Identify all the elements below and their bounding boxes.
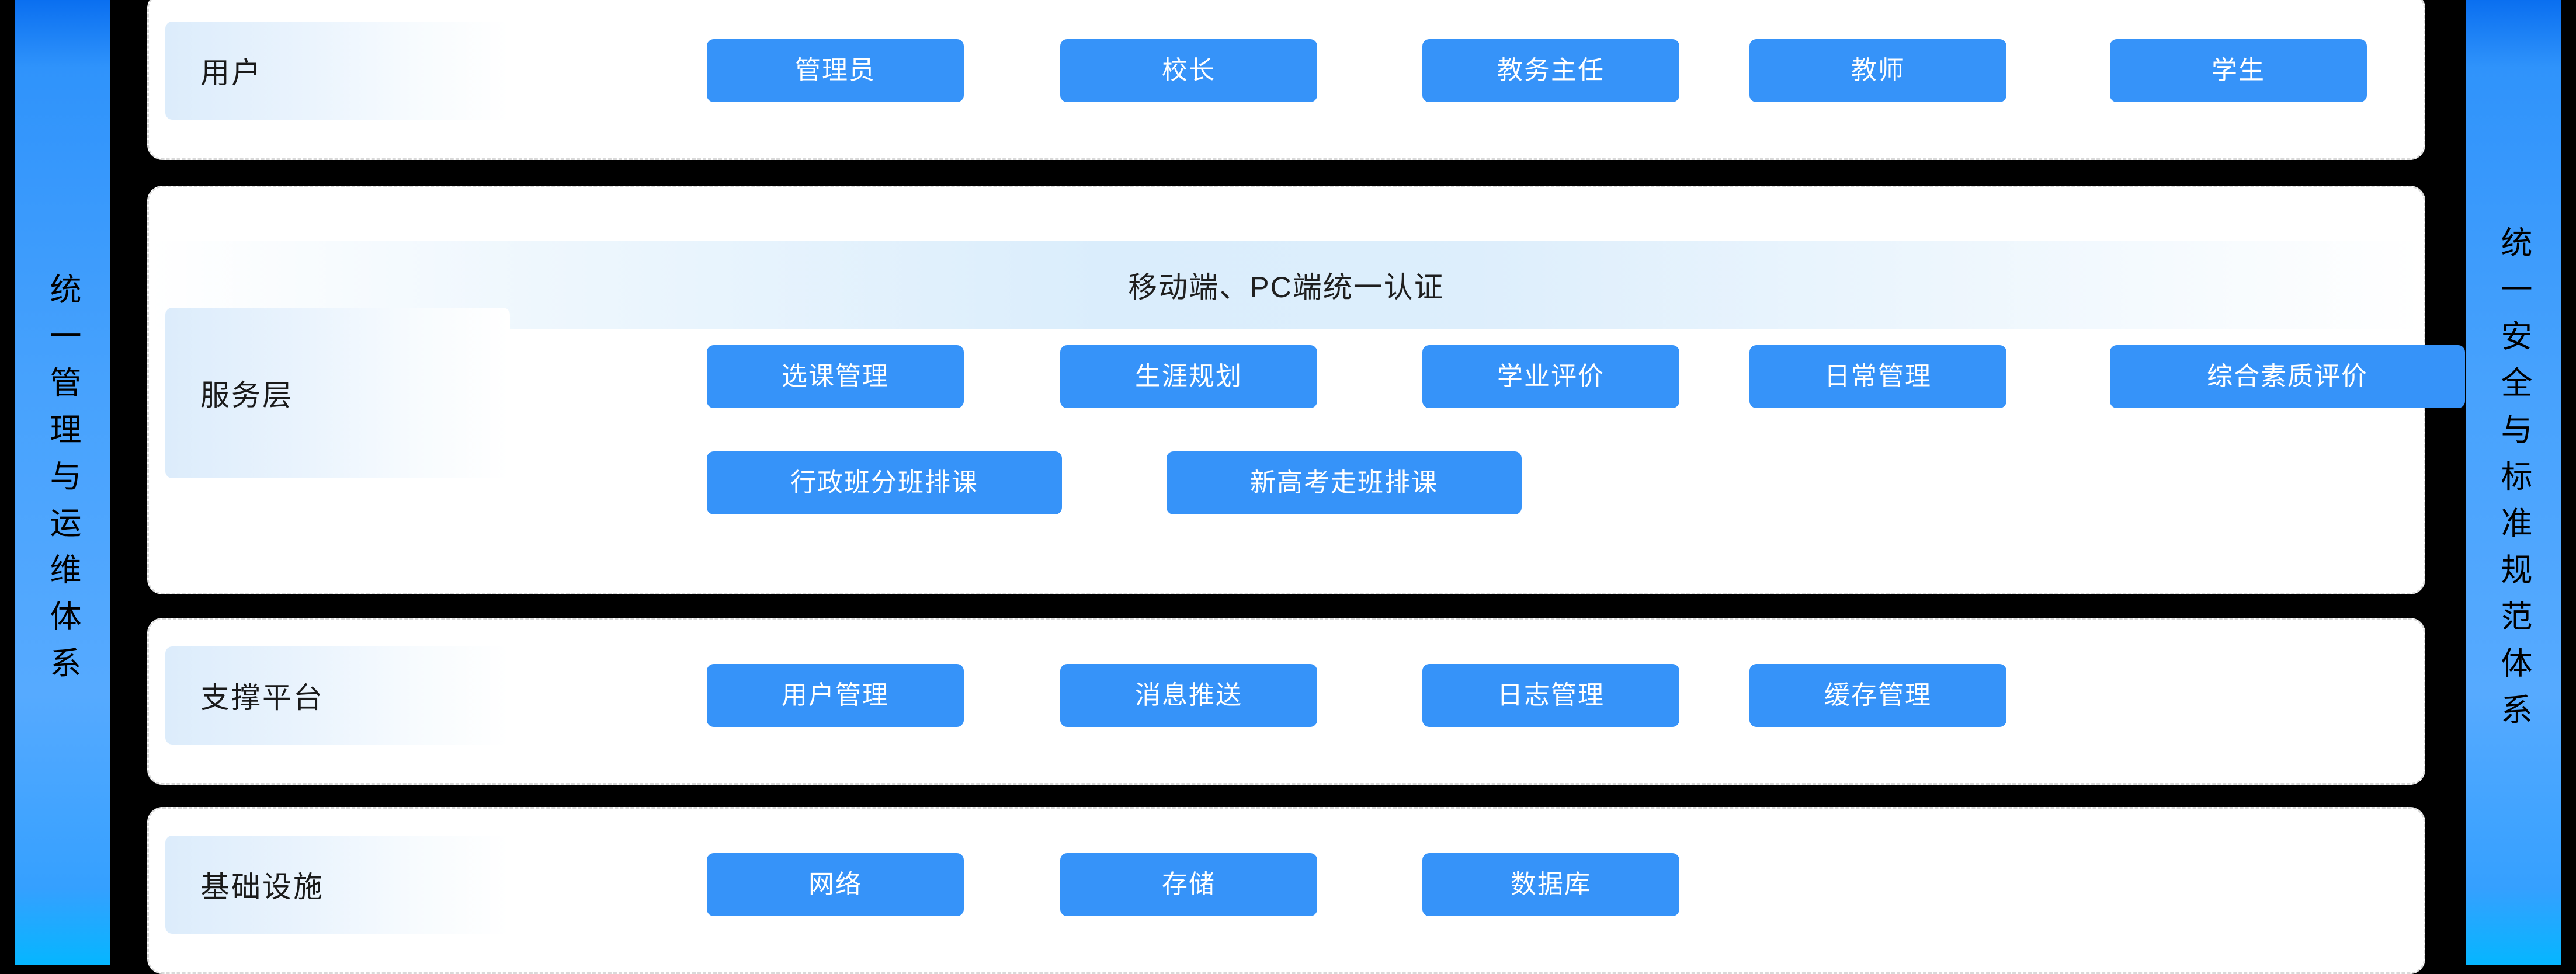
user-layer-card: 用户 管理员 校长 教务主任 教师 学生 bbox=[147, 0, 2425, 160]
infrastructure-label: 基础设施 bbox=[200, 871, 324, 903]
node-message-push[interactable]: 消息推送 bbox=[1060, 664, 1317, 727]
node-admin-label: 管理员 bbox=[795, 56, 876, 85]
left-sidebar-label: 统一管理与运维体系 bbox=[45, 272, 80, 693]
right-sidebar-band: 统一安全与标准规范体系 bbox=[2466, 0, 2561, 965]
support-platform-card: 支撑平台 用户管理 消息推送 日志管理 缓存管理 bbox=[147, 618, 2425, 785]
node-gaokao-elective-scheduling-label: 新高考走班排课 bbox=[1250, 468, 1438, 497]
service-layer-label-block: 服务层 bbox=[165, 308, 510, 478]
node-log-management-label: 日志管理 bbox=[1497, 681, 1605, 709]
support-platform-label-block: 支撑平台 bbox=[165, 646, 510, 745]
node-log-management[interactable]: 日志管理 bbox=[1422, 664, 1679, 727]
user-layer-label: 用户 bbox=[200, 57, 262, 89]
node-database-label: 数据库 bbox=[1511, 870, 1591, 899]
node-academic-evaluation-label: 学业评价 bbox=[1497, 362, 1605, 391]
node-admin-class-scheduling[interactable]: 行政班分班排课 bbox=[707, 451, 1062, 514]
unified-auth-label: 移动端、PC端统一认证 bbox=[1128, 271, 1445, 304]
node-career-planning-label: 生涯规划 bbox=[1135, 362, 1242, 391]
node-admin-class-scheduling-label: 行政班分班排课 bbox=[790, 468, 978, 497]
service-layer-label: 服务层 bbox=[200, 379, 293, 412]
node-cache-management[interactable]: 缓存管理 bbox=[1749, 664, 2006, 727]
node-course-selection[interactable]: 选课管理 bbox=[707, 345, 964, 408]
node-gaokao-elective-scheduling[interactable]: 新高考走班排课 bbox=[1167, 451, 1522, 514]
left-sidebar-band: 统一管理与运维体系 bbox=[15, 0, 110, 965]
node-teacher-label: 教师 bbox=[1851, 56, 1905, 85]
node-database[interactable]: 数据库 bbox=[1422, 853, 1679, 916]
node-storage[interactable]: 存储 bbox=[1060, 853, 1317, 916]
service-layer-card: 移动端、PC端统一认证 服务层 选课管理 生涯规划 学业评价 日常管理 综合素质… bbox=[147, 186, 2465, 594]
node-principal[interactable]: 校长 bbox=[1060, 39, 1317, 102]
node-career-planning[interactable]: 生涯规划 bbox=[1060, 345, 1317, 408]
node-academic-evaluation[interactable]: 学业评价 bbox=[1422, 345, 1679, 408]
node-student[interactable]: 学生 bbox=[2110, 39, 2367, 102]
node-network-label: 网络 bbox=[808, 870, 862, 899]
infrastructure-card: 基础设施 网络 存储 数据库 bbox=[147, 807, 2425, 974]
node-user-management-label: 用户管理 bbox=[782, 681, 889, 709]
node-message-push-label: 消息推送 bbox=[1135, 681, 1242, 709]
node-principal-label: 校长 bbox=[1162, 56, 1216, 85]
node-comprehensive-quality-evaluation-label: 综合素质评价 bbox=[2207, 362, 2368, 391]
node-teacher[interactable]: 教师 bbox=[1749, 39, 2006, 102]
node-cache-management-label: 缓存管理 bbox=[1824, 681, 1932, 709]
node-daily-management-label: 日常管理 bbox=[1824, 362, 1932, 391]
node-user-management[interactable]: 用户管理 bbox=[707, 664, 964, 727]
node-student-label: 学生 bbox=[2212, 56, 2265, 85]
node-daily-management[interactable]: 日常管理 bbox=[1749, 345, 2006, 408]
support-platform-label: 支撑平台 bbox=[200, 681, 324, 714]
user-layer-label-block: 用户 bbox=[165, 22, 510, 120]
unified-auth-banner: 移动端、PC端统一认证 bbox=[149, 241, 2424, 329]
node-comprehensive-quality-evaluation[interactable]: 综合素质评价 bbox=[2110, 345, 2465, 408]
node-dean[interactable]: 教务主任 bbox=[1422, 39, 1679, 102]
node-storage-label: 存储 bbox=[1162, 870, 1216, 899]
node-admin[interactable]: 管理员 bbox=[707, 39, 964, 102]
right-sidebar-label: 统一安全与标准规范体系 bbox=[2496, 225, 2531, 740]
node-dean-label: 教务主任 bbox=[1497, 56, 1605, 85]
node-network[interactable]: 网络 bbox=[707, 853, 964, 916]
node-course-selection-label: 选课管理 bbox=[782, 362, 889, 391]
infrastructure-label-block: 基础设施 bbox=[165, 836, 510, 934]
